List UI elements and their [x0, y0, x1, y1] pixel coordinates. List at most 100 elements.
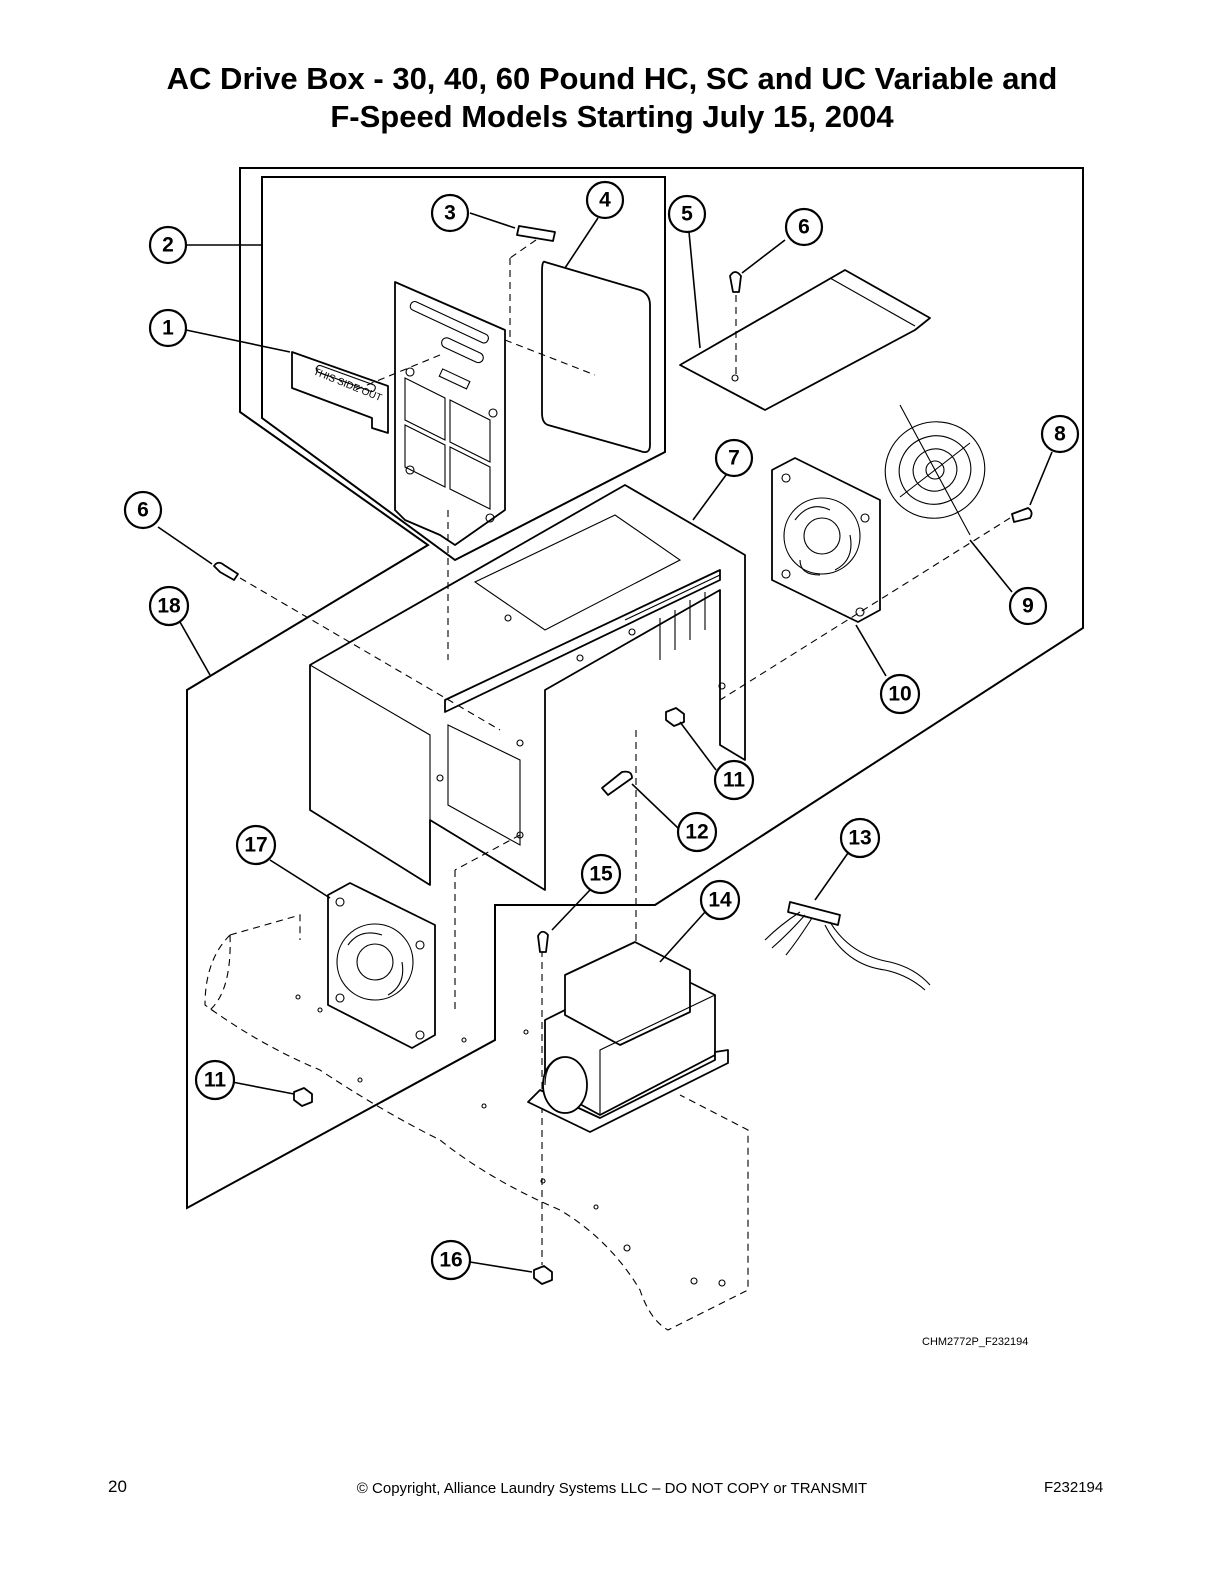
- box-hole: [436, 774, 444, 782]
- cover-hole: [731, 374, 739, 382]
- box-mounting-rail: [444, 569, 721, 713]
- panel-opening: [404, 377, 446, 441]
- surface-hole: [357, 1077, 363, 1083]
- box-side-opening: [447, 724, 521, 846]
- surface-hole: [295, 994, 301, 1000]
- callout-14: 14: [699, 879, 741, 921]
- callout-17: 17: [235, 824, 277, 866]
- leader-line: [185, 329, 291, 353]
- panel-hole: [405, 465, 415, 475]
- box-hole: [504, 614, 512, 622]
- svg-text:10: 10: [888, 683, 911, 706]
- panel-opening: [449, 399, 491, 463]
- panel-group-frame: [261, 176, 666, 562]
- svg-text:11: 11: [723, 769, 746, 792]
- callout-4: 4: [585, 180, 625, 220]
- part-1-label-plate: [291, 351, 389, 434]
- surface-hole: [540, 1178, 546, 1184]
- svg-text:17: 17: [244, 834, 267, 857]
- surface-hole: [523, 1029, 529, 1035]
- svg-text:6: 6: [798, 216, 810, 239]
- panel-opening: [404, 424, 446, 488]
- leader-line: [741, 239, 786, 274]
- assembly-frame: [186, 167, 1084, 1210]
- surface-hole: [690, 1277, 698, 1285]
- panel-slot: [409, 300, 489, 344]
- leader-line: [551, 889, 591, 931]
- svg-text:2: 2: [162, 234, 174, 257]
- svg-text:11: 11: [204, 1069, 227, 1092]
- svg-text:3: 3: [444, 202, 456, 225]
- label-slot: [315, 364, 376, 393]
- leader-line: [659, 911, 706, 963]
- title-line-1: AC Drive Box - 30, 40, 60 Pound HC, SC a…: [166, 61, 1058, 96]
- panel-hole: [488, 408, 498, 418]
- svg-text:6: 6: [137, 499, 149, 522]
- dash-line: [509, 239, 537, 259]
- copyright-notice: © Copyright, Alliance Laundry Systems LL…: [356, 1480, 868, 1497]
- part-16-nut: [533, 1265, 553, 1285]
- panel-hole: [405, 367, 415, 377]
- part-15-screw: [537, 930, 549, 953]
- box-edge: [309, 664, 431, 885]
- svg-text:16: 16: [439, 1249, 462, 1272]
- leader-line: [564, 217, 599, 269]
- part-5-cover-plate: [679, 269, 931, 411]
- callout-7: 7: [714, 438, 754, 478]
- leader-line: [814, 852, 849, 901]
- part-12-bolt: [601, 770, 633, 796]
- panel-opening: [449, 446, 491, 510]
- part-4-gasket: [541, 260, 651, 454]
- part-14-reactor: [527, 941, 729, 1133]
- part-3-clip: [516, 225, 556, 242]
- part-11-nut-lower: [293, 1087, 313, 1107]
- callout-16: 16: [430, 1239, 472, 1281]
- surface-hole: [623, 1244, 631, 1252]
- title-line-2: F-Speed Models Starting July 15, 2004: [330, 99, 894, 134]
- part-6-screw-top: [729, 271, 742, 293]
- box-hole: [628, 628, 636, 636]
- surface-hole: [718, 1279, 726, 1287]
- page-number: 20: [108, 1477, 127, 1496]
- box-inner-wall: [624, 574, 721, 621]
- part-10-fan-right: [771, 457, 881, 623]
- surface-hole: [481, 1103, 487, 1109]
- dash-line: [354, 354, 441, 391]
- part-8-screw: [1011, 507, 1033, 523]
- leader-line: [688, 231, 701, 349]
- leader-line: [469, 212, 516, 229]
- drawing-id: CHM2772P_F232194: [922, 1336, 1029, 1348]
- callout-12: 12: [676, 811, 718, 853]
- callout-6-left: 6: [123, 490, 163, 530]
- dash-line: [239, 577, 501, 731]
- svg-text:15: 15: [589, 863, 613, 886]
- panel-hole: [485, 513, 495, 523]
- callout-9: 9: [1008, 586, 1048, 626]
- part-7-drive-box: [309, 484, 746, 891]
- surface-hole: [317, 1007, 323, 1013]
- callout-15: 15: [580, 853, 622, 895]
- callout-11-upper: 11: [713, 759, 755, 801]
- box-hole: [516, 831, 524, 839]
- svg-text:7: 7: [728, 447, 740, 470]
- callout-1: 1: [148, 308, 188, 348]
- svg-text:13: 13: [848, 827, 871, 850]
- svg-text:14: 14: [708, 889, 732, 912]
- callout-8: 8: [1040, 414, 1080, 454]
- box-hole: [576, 654, 584, 662]
- dash-line: [454, 834, 521, 871]
- leader-line: [855, 624, 887, 677]
- dash-line: [504, 339, 596, 376]
- mounting-surface-outline: [204, 914, 749, 1331]
- svg-text:18: 18: [157, 595, 181, 618]
- callout-3: 3: [430, 193, 470, 233]
- svg-text:4: 4: [599, 189, 611, 212]
- panel-window: [438, 368, 471, 390]
- box-vent-slot: [659, 592, 706, 660]
- part-9-fan-guard: [884, 404, 986, 536]
- svg-text:1: 1: [162, 317, 174, 340]
- leader-line: [231, 1081, 295, 1095]
- callout-2: 2: [148, 225, 188, 265]
- callout-13: 13: [839, 817, 881, 859]
